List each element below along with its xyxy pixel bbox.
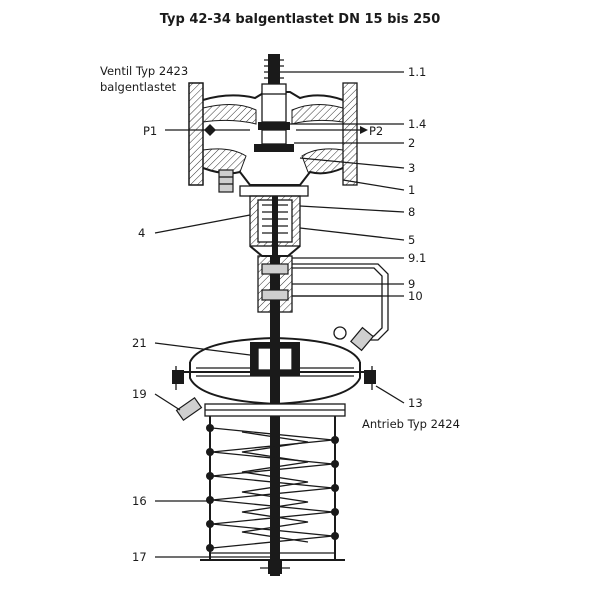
callout-10: 10: [408, 289, 423, 303]
callout-leaders: [154, 71, 405, 558]
pressure-outlet-label: P2: [369, 124, 383, 138]
callout-1-1: 1.1: [408, 65, 426, 79]
actuator-diaphragm-case: [172, 326, 376, 576]
diagram-title: Typ 42-34 balgentlastet DN 15 bis 250: [160, 12, 441, 27]
callout-2: 2: [408, 136, 415, 150]
callout-1: 1: [408, 183, 415, 197]
callout-9-1: 9.1: [408, 251, 426, 265]
bellows-housing: [239, 185, 309, 257]
callout-4: 4: [138, 226, 145, 240]
valve-label-line2: balgentlastet: [100, 80, 177, 94]
callout-13: 13: [408, 396, 423, 410]
callout-9: 9: [408, 277, 415, 291]
callout-3: 3: [408, 161, 415, 175]
callout-19: 19: [132, 387, 147, 401]
callout-16: 16: [132, 494, 147, 508]
valve-body: [165, 54, 368, 193]
spring-housing: [200, 416, 345, 574]
actuator-label: Antrieb Typ 2424: [362, 417, 460, 431]
callout-21: 21: [132, 336, 147, 350]
pressure-inlet-label: P1: [143, 124, 157, 138]
valve-label-line1: Ventil Typ 2423: [100, 64, 188, 78]
callout-5: 5: [408, 233, 415, 247]
callout-8: 8: [408, 205, 415, 219]
callout-17: 17: [132, 550, 147, 564]
stem-coupling: [257, 255, 389, 352]
callout-1-4: 1.4: [408, 117, 426, 131]
